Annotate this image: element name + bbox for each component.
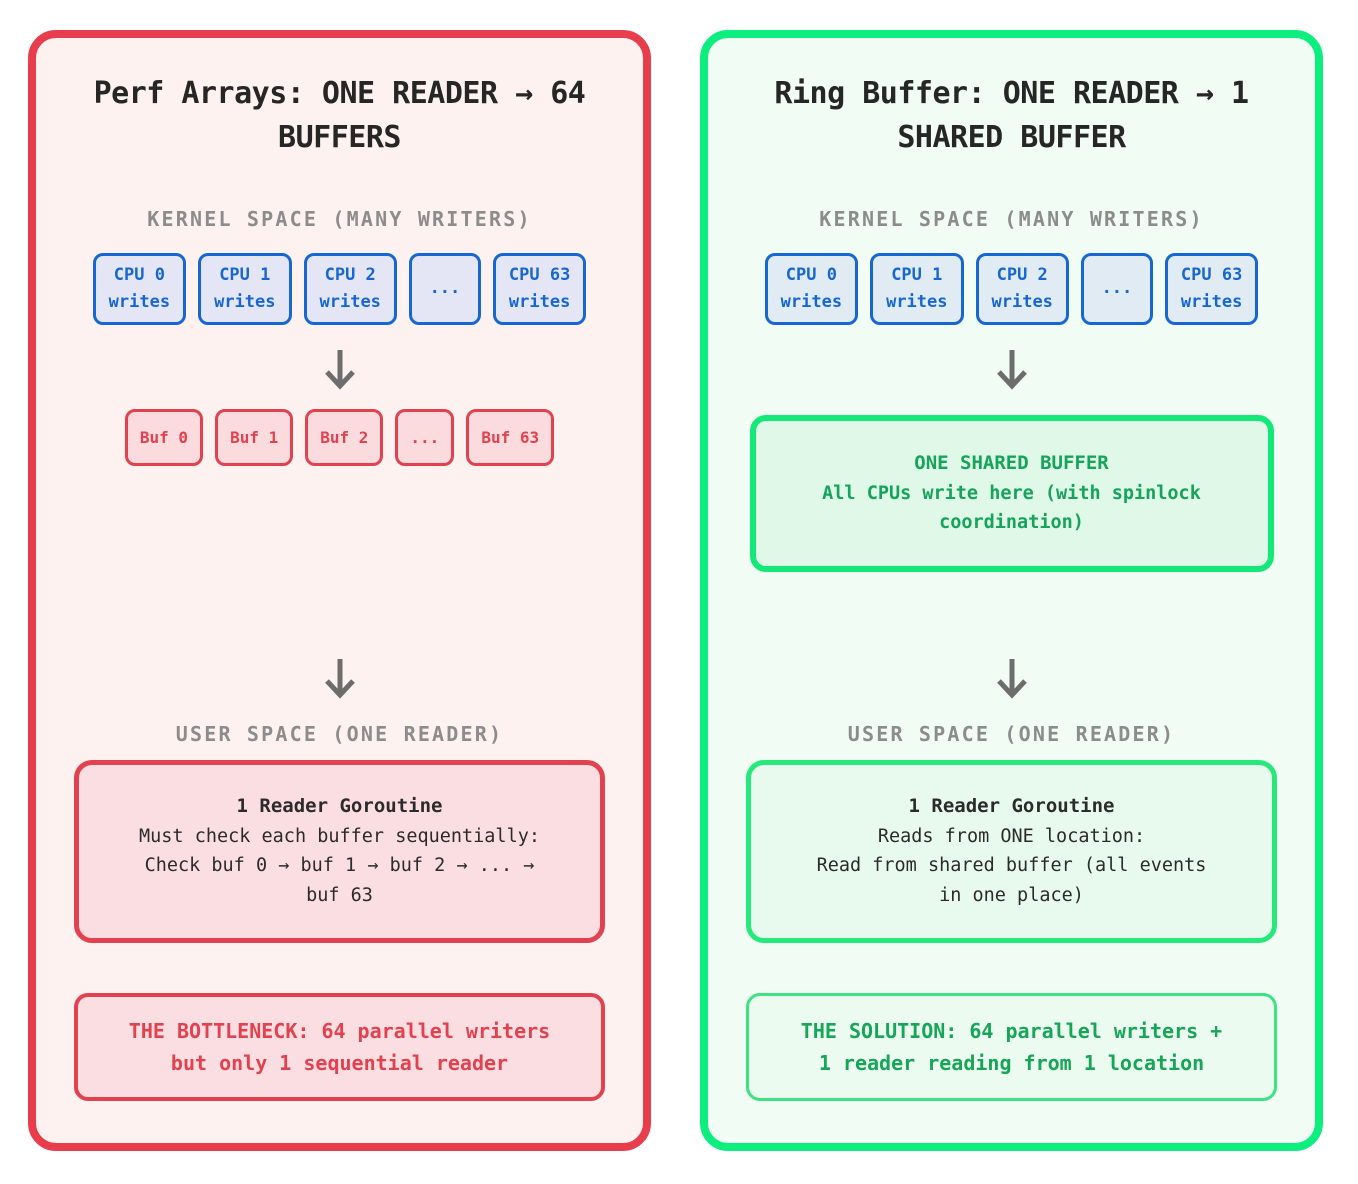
cpu-label: ... [1101, 278, 1133, 299]
solution-text: THE SOLUTION: 64 parallel writers + 1 re… [800, 1018, 1223, 1075]
cpu-sublabel: writes [108, 291, 171, 312]
cpu-box: CPU 1 writes [198, 252, 292, 325]
kernel-space-label: KERNEL SPACE (MANY WRITERS) [147, 206, 532, 231]
shared-buffer-body: All CPUs write here (with spinlock coord… [822, 482, 1201, 534]
kernel-space-label: KERNEL SPACE (MANY WRITERS) [819, 206, 1204, 231]
cpu-writers-row: CPU 0 writes CPU 1 writes CPU 2 writes .… [92, 252, 587, 325]
buffer-box: Buf 1 [215, 408, 294, 466]
cpu-box: CPU 0 writes [92, 252, 187, 325]
cpu-sublabel: writes [319, 291, 381, 312]
buffer-label: Buf 1 [230, 427, 279, 447]
reader-box-line: Check buf 0 → buf 1 → buf 2 → ... → buf … [144, 855, 535, 907]
reader-box-line: Must check each buffer sequentially: [139, 825, 540, 847]
buffer-label: Buf 2 [320, 427, 369, 447]
cpu-label: ... [429, 278, 461, 299]
cpu-writers-row: CPU 0 writes CPU 1 writes CPU 2 writes .… [764, 252, 1259, 325]
cpu-sublabel: writes [991, 291, 1053, 312]
buffer-ellipsis-box: ... [395, 408, 455, 466]
cpu-sublabel: writes [1180, 291, 1243, 312]
user-space-label: USER SPACE (ONE READER) [847, 721, 1176, 746]
arrow-down-icon [322, 347, 358, 393]
reader-box-title: 1 Reader Goroutine [236, 795, 443, 818]
shared-buffer-box: ONE SHARED BUFFER All CPUs write here (w… [749, 414, 1274, 572]
reader-goroutine-box: 1 Reader Goroutine Reads from ONE locati… [746, 759, 1277, 943]
buffer-box: Buf 2 [305, 408, 384, 466]
buffer-label: ... [410, 427, 440, 447]
buffer-label: Buf 63 [481, 427, 540, 447]
cpu-label: CPU 0 [785, 264, 837, 285]
bottleneck-box: THE BOTTLENECK: 64 parallel writers but … [74, 992, 605, 1101]
arrow-down-icon [994, 347, 1030, 393]
solution-box: THE SOLUTION: 64 parallel writers + 1 re… [746, 992, 1277, 1101]
ring-buffer-panel: Ring Buffer: ONE READER → 1 SHARED BUFFE… [700, 30, 1323, 1151]
cpu-box: CPU 0 writes [764, 252, 859, 325]
reader-box-line: Reads from ONE location: [877, 825, 1146, 847]
cpu-label: CPU 2 [324, 264, 376, 285]
cpu-label: CPU 1 [891, 264, 943, 285]
cpu-box: CPU 63 writes [492, 252, 587, 325]
cpu-box: CPU 63 writes [1164, 252, 1259, 325]
cpu-sublabel: writes [780, 291, 843, 312]
perf-arrays-title: Perf Arrays: ONE READER → 64 BUFFERS [93, 76, 586, 156]
buffer-label: Buf 0 [139, 427, 189, 447]
buffer-box: Buf 0 [124, 408, 204, 466]
cpu-box: CPU 2 writes [975, 252, 1069, 325]
cpu-box: CPU 2 writes [303, 252, 397, 325]
buffer-box: Buf 63 [466, 408, 555, 466]
per-cpu-buffers-row: Buf 0 Buf 1 Buf 2 ... Buf 63 [124, 408, 555, 466]
cpu-label: CPU 63 [508, 264, 571, 285]
ring-buffer-title: Ring Buffer: ONE READER → 1 SHARED BUFFE… [774, 76, 1249, 156]
cpu-label: CPU 63 [1180, 264, 1243, 285]
shared-buffer-title: ONE SHARED BUFFER [914, 452, 1109, 475]
arrow-down-icon [994, 656, 1030, 702]
user-space-label: USER SPACE (ONE READER) [175, 721, 504, 746]
cpu-sublabel: writes [214, 291, 276, 312]
cpu-sublabel: writes [508, 291, 571, 312]
cpu-ellipsis-box: ... [1080, 252, 1153, 325]
reader-box-title: 1 Reader Goroutine [908, 795, 1115, 818]
cpu-sublabel: writes [886, 291, 948, 312]
perf-arrays-panel: Perf Arrays: ONE READER → 64 BUFFERS KER… [28, 30, 651, 1151]
bottleneck-text: THE BOTTLENECK: 64 parallel writers but … [128, 1018, 551, 1075]
cpu-ellipsis-box: ... [408, 252, 481, 325]
arrow-down-icon [322, 656, 358, 702]
cpu-box: CPU 1 writes [870, 252, 964, 325]
cpu-label: CPU 0 [113, 264, 165, 285]
reader-box-line: Read from shared buffer (all events in o… [816, 855, 1207, 907]
cpu-label: CPU 1 [219, 264, 271, 285]
cpu-label: CPU 2 [996, 264, 1048, 285]
reader-goroutine-box: 1 Reader Goroutine Must check each buffe… [74, 759, 605, 943]
